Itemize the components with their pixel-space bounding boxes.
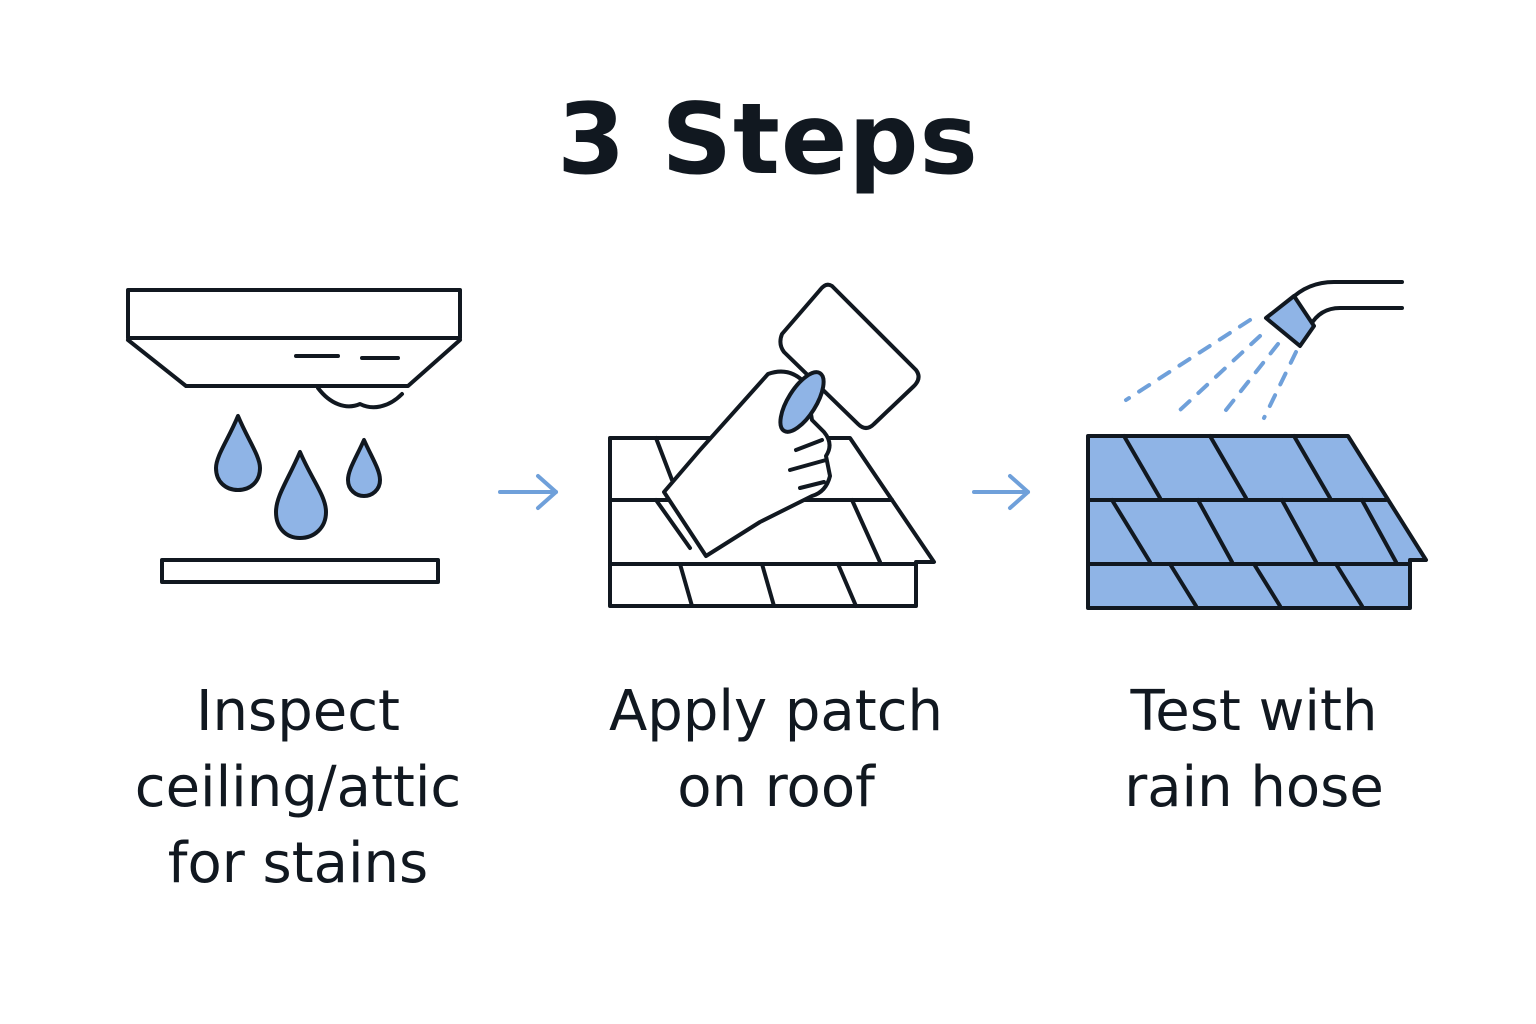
water-spray-icon	[1124, 318, 1298, 420]
hose-roof-icon	[1086, 280, 1428, 610]
page-title: 3 Steps	[557, 83, 979, 197]
step-3-label: Test with rain hose	[1044, 674, 1464, 826]
ceiling-leak-icon	[126, 288, 462, 584]
step-2-label: Apply patch on roof	[566, 674, 986, 826]
patch-sheet	[778, 282, 921, 430]
roof-patch-icon	[608, 282, 936, 608]
step-1-line-3: for stains	[167, 831, 429, 896]
water-drop-icon	[346, 438, 382, 498]
arrow-right-icon	[972, 474, 1030, 510]
step-1-line-1: Inspect	[196, 679, 400, 744]
step-1-label: Inspect ceiling/attic for stains	[88, 674, 508, 902]
step-2-line-2: on roof	[677, 755, 875, 820]
ceiling-underside	[126, 338, 462, 388]
ceiling-stain	[316, 386, 404, 410]
hose-nozzle-icon	[1264, 294, 1316, 348]
step-1-line-2: ceiling/attic	[134, 755, 462, 820]
water-drop-icon	[274, 450, 328, 540]
putty-knife	[778, 370, 826, 434]
water-drop-icon	[214, 414, 262, 492]
step-3-line-1: Test with	[1130, 679, 1378, 744]
step-2-line-1: Apply patch	[608, 679, 943, 744]
floor-board	[160, 558, 440, 584]
ceiling-board	[126, 288, 462, 340]
step-3-line-2: rain hose	[1124, 755, 1384, 820]
arrow-right-icon	[498, 474, 558, 510]
